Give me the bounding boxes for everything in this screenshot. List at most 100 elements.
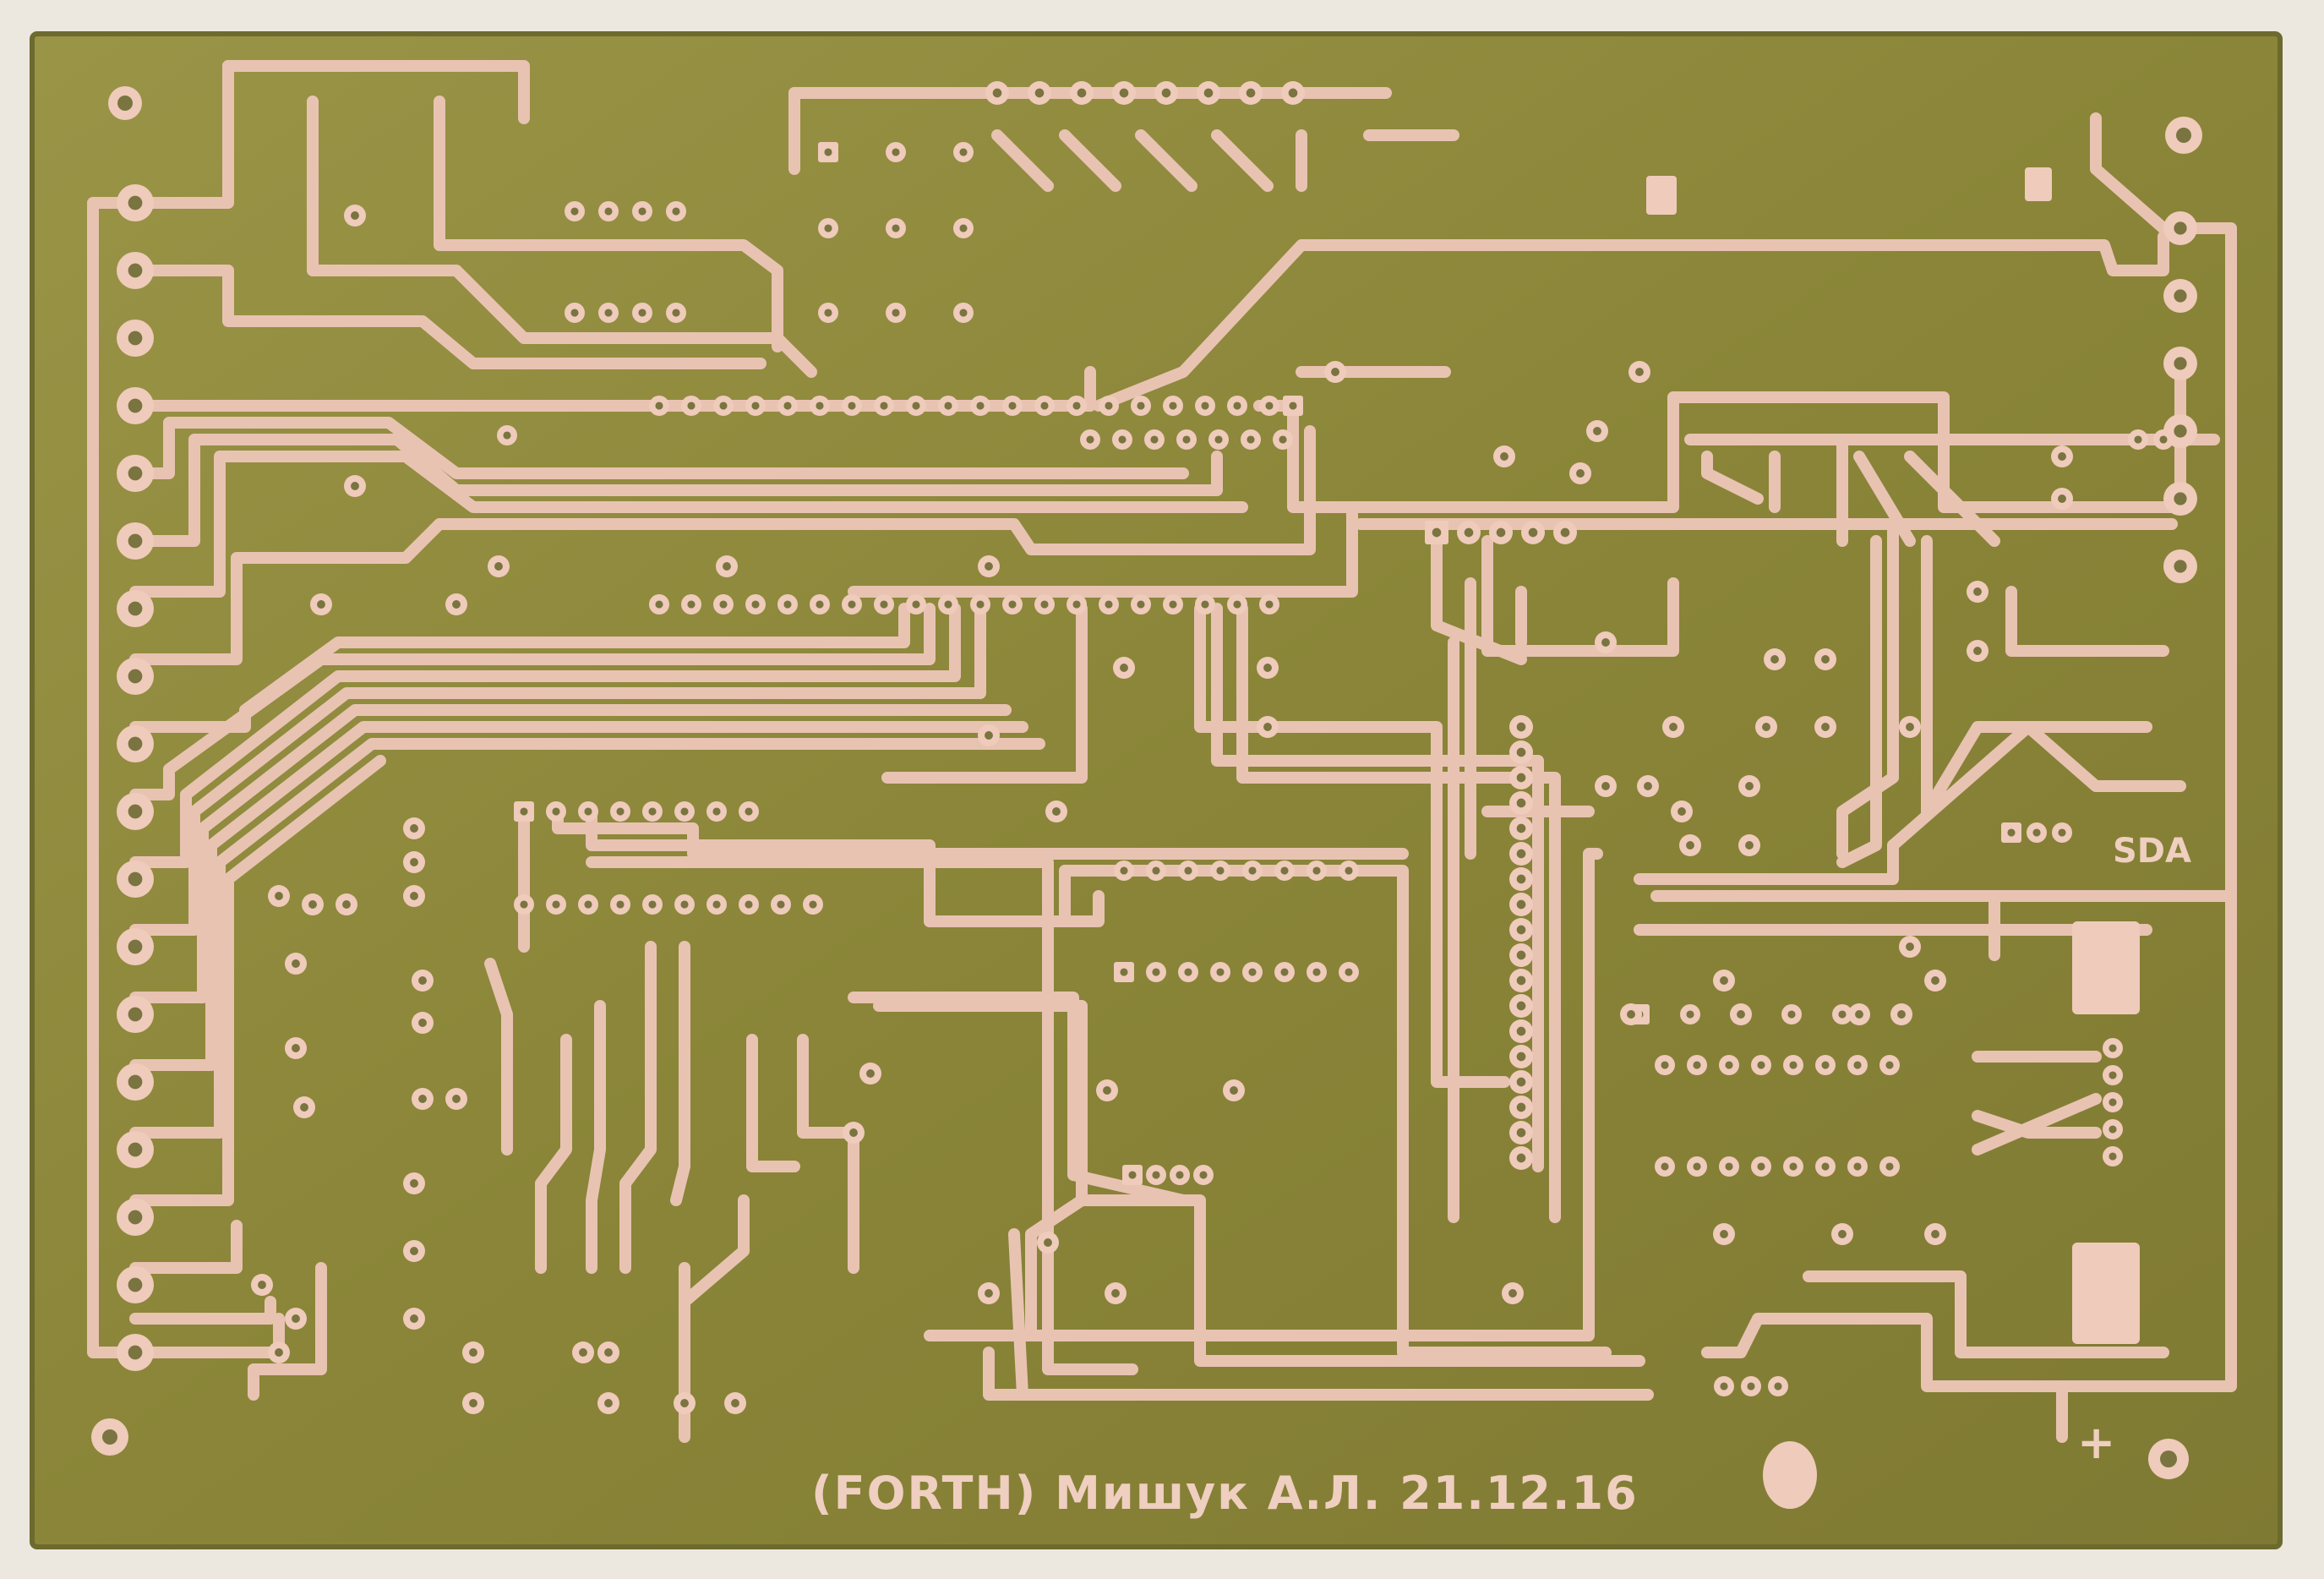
drill-hole [1280, 866, 1289, 875]
drill-hole [648, 900, 657, 909]
drill-hole [1040, 402, 1049, 410]
drill-hole [469, 1399, 477, 1407]
drill-hole [128, 1277, 143, 1292]
drill-hole [1216, 968, 1225, 976]
drill-hole [317, 600, 325, 609]
drill-hole [816, 402, 824, 410]
drill-hole [680, 807, 689, 816]
drill-hole [552, 900, 560, 909]
drill-hole [128, 804, 143, 819]
drill-hole [570, 207, 579, 216]
drill-hole [128, 1074, 143, 1090]
drill-hole [1265, 402, 1274, 410]
drill-hole [1757, 1061, 1765, 1069]
drill-hole [751, 600, 760, 609]
drill-hole [1745, 841, 1754, 850]
drill-hole [1897, 1010, 1906, 1019]
drill-hole [1693, 1061, 1701, 1069]
drill-hole [1678, 807, 1686, 816]
drill-hole [1233, 402, 1241, 410]
drill-hole [292, 1314, 300, 1323]
drill-hole [655, 402, 663, 410]
drill-hole [1201, 600, 1209, 609]
drill-hole [1137, 402, 1145, 410]
drill-hole [1077, 88, 1087, 98]
drill-hole [292, 959, 300, 968]
drill-hole [1821, 1162, 1830, 1171]
left-connector-traces [87, 60, 1316, 1358]
drill-hole [1774, 1382, 1782, 1391]
drill-hole [1508, 1289, 1517, 1298]
drill-hole [2174, 289, 2187, 303]
right-traces [1634, 434, 2237, 1443]
drill-hole [1762, 723, 1770, 731]
drill-hole [992, 88, 1002, 98]
drill-hole [128, 1345, 143, 1360]
drill-hole [418, 1095, 427, 1103]
drill-hole [976, 600, 985, 609]
drill-hole [1516, 747, 1526, 757]
drill-hole [824, 148, 832, 156]
drill-hole [128, 1142, 143, 1157]
drill-hole [1246, 88, 1256, 98]
drill-hole [1312, 866, 1321, 875]
drill-hole [1516, 950, 1526, 960]
drill-hole [2109, 1044, 2117, 1052]
drill-hole [410, 824, 418, 833]
drill-hole [128, 669, 143, 684]
drill-hole [128, 939, 143, 954]
drill-hole [1593, 427, 1601, 435]
drill-hole [848, 402, 856, 410]
drill-hole [604, 207, 613, 216]
drill-hole [1821, 1061, 1830, 1069]
drill-hole [1233, 600, 1241, 609]
drill-hole [520, 807, 528, 816]
drill-hole [1661, 1162, 1669, 1171]
drill-hole [1627, 1010, 1635, 1019]
drill-hole [1885, 1061, 1894, 1069]
drill-hole [1184, 968, 1192, 976]
drill-hole [1821, 655, 1830, 664]
drill-hole [1686, 841, 1694, 850]
drill-hole [1199, 1171, 1208, 1179]
drill-hole [959, 309, 968, 317]
drill-hole [1757, 1162, 1765, 1171]
drill-hole [418, 1019, 427, 1027]
drill-hole [410, 858, 418, 866]
drill-hole [712, 900, 721, 909]
drill-hole [128, 601, 143, 616]
drill-hole [452, 600, 461, 609]
drill-hole [604, 1348, 613, 1357]
drill-hole [604, 1399, 613, 1407]
drill-hole [1516, 823, 1526, 833]
drill-hole [342, 900, 351, 909]
drill-hole [128, 195, 143, 210]
drill-hole [128, 398, 143, 413]
drill-hole [638, 207, 646, 216]
drill-hole [1516, 849, 1526, 859]
drill-hole [1885, 1162, 1894, 1171]
drill-hole [1669, 723, 1678, 731]
drill-hole [1725, 1162, 1733, 1171]
drill-hole [1072, 600, 1081, 609]
drill-hole [944, 402, 952, 410]
drill-hole [880, 600, 888, 609]
drill-hole [1906, 942, 1914, 951]
drill-hole [849, 1128, 858, 1137]
drill-hole [1044, 1238, 1052, 1247]
drill-hole [1008, 600, 1017, 609]
drill-hole [1838, 1230, 1847, 1238]
drill-hole [1040, 600, 1049, 609]
drill-hole [275, 892, 283, 900]
drill-hole [1644, 782, 1652, 790]
drill-hole [1745, 782, 1754, 790]
drill-hole [912, 402, 920, 410]
drill-hole [648, 807, 657, 816]
drill-hole [258, 1281, 266, 1289]
drill-hole [687, 600, 696, 609]
drill-hole [731, 1399, 739, 1407]
drill-hole [1560, 527, 1570, 538]
drill-hole [777, 900, 785, 909]
drill-hole [570, 309, 579, 317]
drill-hole [985, 562, 993, 571]
